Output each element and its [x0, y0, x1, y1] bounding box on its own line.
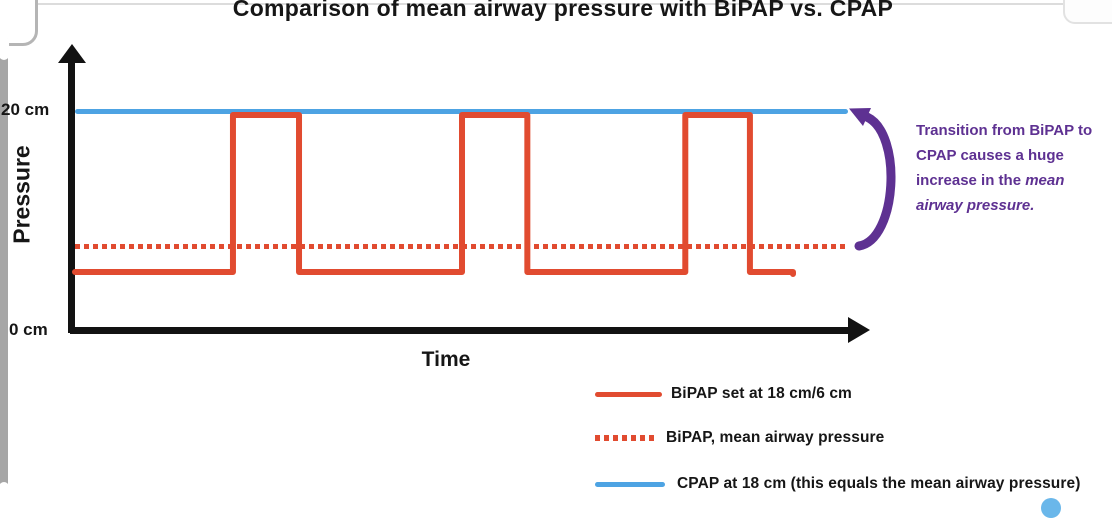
annotation-line-2: CPAP causes a huge — [916, 147, 1064, 164]
legend-row-bipap-mean: BiPAP, mean airway pressure — [595, 428, 884, 448]
y-tick-0cm: 0 cm — [9, 320, 48, 339]
x-axis-line — [70, 327, 851, 334]
y-tick-20cm: 20 cm — [1, 100, 50, 119]
legend-label: BiPAP set at 18 cm/6 cm — [671, 385, 852, 402]
chart-overlay — [72, 108, 896, 277]
corner-tab-right — [1063, 0, 1112, 24]
x-axis-arrowhead-icon — [848, 317, 870, 343]
x-axis-title: Time — [421, 348, 471, 371]
y-axis-line — [68, 54, 75, 333]
legend-row-bipap-set: BiPAP set at 18 cm/6 cm — [595, 384, 852, 404]
avatar-circle-cropped — [1041, 498, 1061, 518]
cpap-line — [75, 109, 848, 114]
legend-row-cpap: CPAP at 18 cm (this equals the mean airw… — [595, 474, 1080, 494]
legend-swatch-cpap-solid — [595, 481, 665, 487]
annotation-line-3: increase in the mean — [916, 172, 1065, 189]
legend-label: CPAP at 18 cm (this equals the mean airw… — [677, 475, 1081, 492]
annotation-line-4: airway pressure. — [916, 197, 1035, 214]
chart-title: Comparison of mean airway pressure with … — [232, 0, 894, 21]
legend-label: BiPAP, mean airway pressure — [666, 429, 885, 446]
bipap-mean-line — [75, 244, 847, 249]
scroll-pill-bottom — [0, 482, 9, 510]
top-border-line — [0, 3, 1112, 5]
left-scrollbar-track — [0, 38, 8, 506]
annotation-line-1: Transition from BiPAP to — [916, 122, 1093, 139]
legend-swatch-bipap-dotted — [595, 435, 657, 441]
annotation-text: Transition from BiPAP to CPAP causes a h… — [916, 118, 1112, 218]
scroll-pill-top — [0, 36, 9, 60]
legend-swatch-bipap-solid — [595, 391, 662, 397]
y-axis-arrowhead-icon — [58, 44, 86, 63]
transition-arrow — [854, 112, 896, 251]
y-axis-title: Pressure — [8, 145, 35, 244]
transition-arrowhead-icon — [849, 108, 871, 126]
bipap-pressure-wave — [72, 112, 796, 277]
